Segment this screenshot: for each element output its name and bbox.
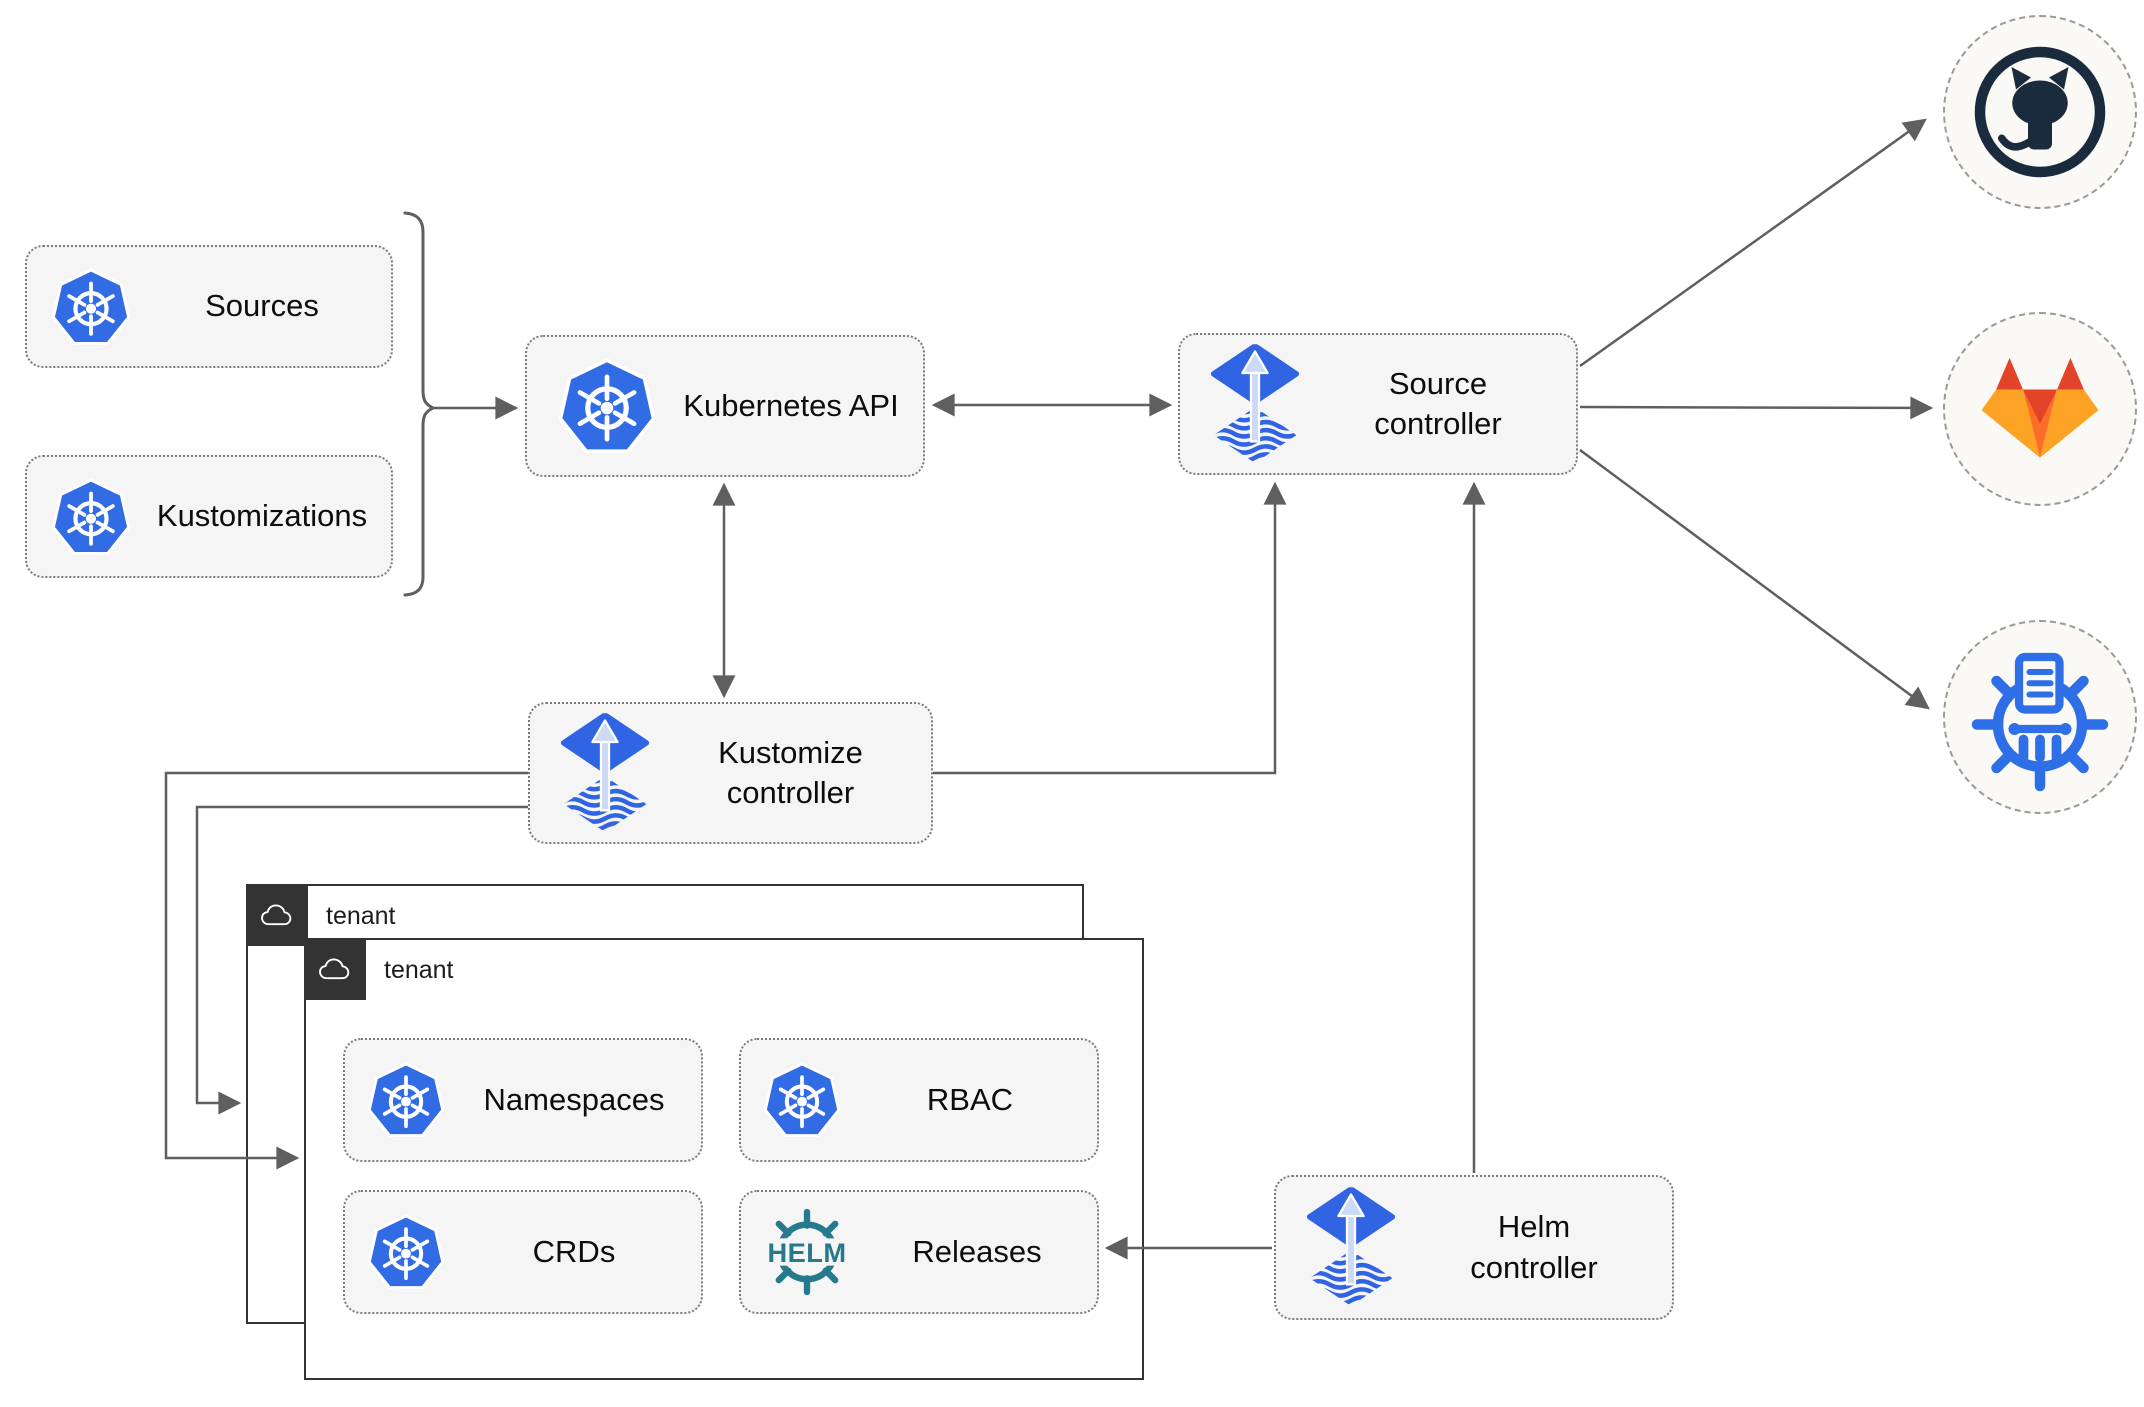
kustomize-controller-label: Kustomize controller [650,733,931,814]
kubernetes-api-box: Kubernetes API [525,335,925,477]
label-line: controller [726,775,855,810]
sources-label: Sources [205,288,319,324]
tenant-corner-square [246,884,308,946]
connector-source-to-github [1579,118,1927,368]
cloud-icon [319,958,350,980]
kubernetes-icon [49,265,133,349]
kubernetes-icon [555,354,659,458]
harbor-registry-icon [1971,652,2109,792]
cloud-icon [261,904,292,926]
helm-icon: HELM [757,1206,857,1298]
releases-box: HELM Releases [739,1190,1099,1314]
label-line: Kustomize [718,734,863,770]
namespaces-label: Namespaces [483,1081,665,1117]
source-controller-label: Source controller [1300,364,1576,445]
crds-label: CRDs [532,1233,616,1269]
brace-sources-group [403,211,437,597]
label-line: Helm [1497,1209,1571,1245]
label-line: Source [1388,365,1488,401]
namespaces-box: Namespaces [343,1038,703,1162]
tenant-label: tenant [384,955,454,984]
label-line: controller [1374,406,1502,441]
kubernetes-icon [365,1211,447,1293]
flux-icon [1306,1187,1396,1308]
flux-icon [1210,344,1300,465]
releases-label: Releases [912,1233,1042,1269]
rbac-box: RBAC [739,1038,1099,1162]
github-circle [1943,15,2137,209]
label-line: controller [1470,1249,1598,1285]
connector-source-to-registry [1579,448,1930,710]
kustomize-controller-box: Kustomize controller [528,702,933,844]
kustomizations-box: Kustomizations [25,455,393,578]
kubernetes-api-label: Kubernetes API [683,387,899,423]
flux-icon [560,713,650,834]
helm-controller-box: Helm controller [1274,1175,1674,1320]
gitlab-icon [1981,357,2099,458]
connector-kustomize-to-source [933,481,1287,775]
tenant-label: tenant [326,901,396,930]
kustomizations-label: Kustomizations [156,498,368,534]
source-controller-box: Source controller [1178,333,1578,475]
gitlab-circle [1943,312,2137,506]
helm-logo-text: HELM [767,1237,846,1268]
registry-circle [1943,620,2137,814]
sources-box: Sources [25,245,393,368]
kubernetes-icon [365,1059,447,1141]
kubernetes-icon [761,1059,843,1141]
connector-source-to-gitlab [1579,396,1934,420]
crds-box: CRDs [343,1190,703,1314]
helm-controller-label: Helm controller [1396,1207,1672,1288]
rbac-label: RBAC [926,1081,1014,1117]
kubernetes-icon [49,475,133,559]
tenant-corner-square [304,938,366,1000]
github-icon [1974,46,2106,178]
